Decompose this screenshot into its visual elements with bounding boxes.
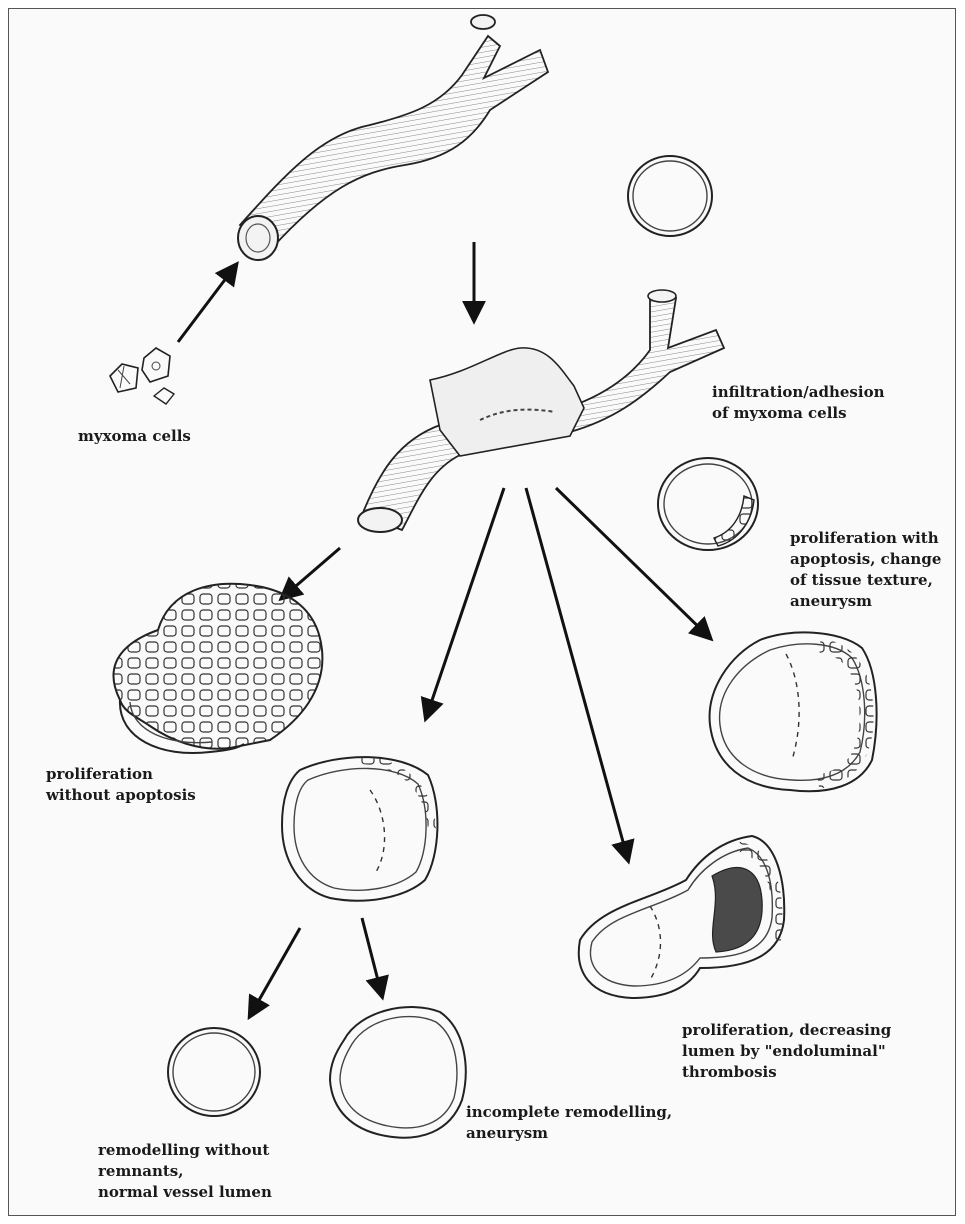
remodelling-cross-section	[282, 757, 437, 901]
infiltrated-vessel	[358, 290, 724, 532]
normal-lumen-section	[168, 1028, 260, 1116]
label-proliferation-apoptosis: proliferation with apoptosis, change of …	[790, 528, 941, 612]
healthy-vessel-top	[238, 15, 548, 260]
infiltrated-cross-section	[658, 458, 758, 550]
label-myxoma-cells: myxoma cells	[78, 426, 191, 447]
label-incomplete-remodelling: incomplete remodelling, aneurysm	[466, 1102, 672, 1144]
label-infiltration: infiltration/adhesion of myxoma cells	[712, 382, 885, 424]
proliferation-without-apoptosis-section	[114, 584, 323, 753]
incomplete-remodelling-section	[330, 1007, 466, 1138]
myxoma-cells-icon	[110, 348, 174, 404]
label-proliferation-without-apoptosis: proliferation without apoptosis	[46, 764, 196, 806]
normal-vessel-cross-section	[628, 156, 712, 236]
label-remodelling-without-remnants: remodelling without remnants, normal ves…	[98, 1140, 272, 1203]
thrombosis-section	[579, 836, 784, 998]
aneurysm-apoptosis-section	[710, 632, 877, 791]
label-proliferation-decreasing-lumen: proliferation, decreasing lumen by "endo…	[682, 1020, 891, 1083]
